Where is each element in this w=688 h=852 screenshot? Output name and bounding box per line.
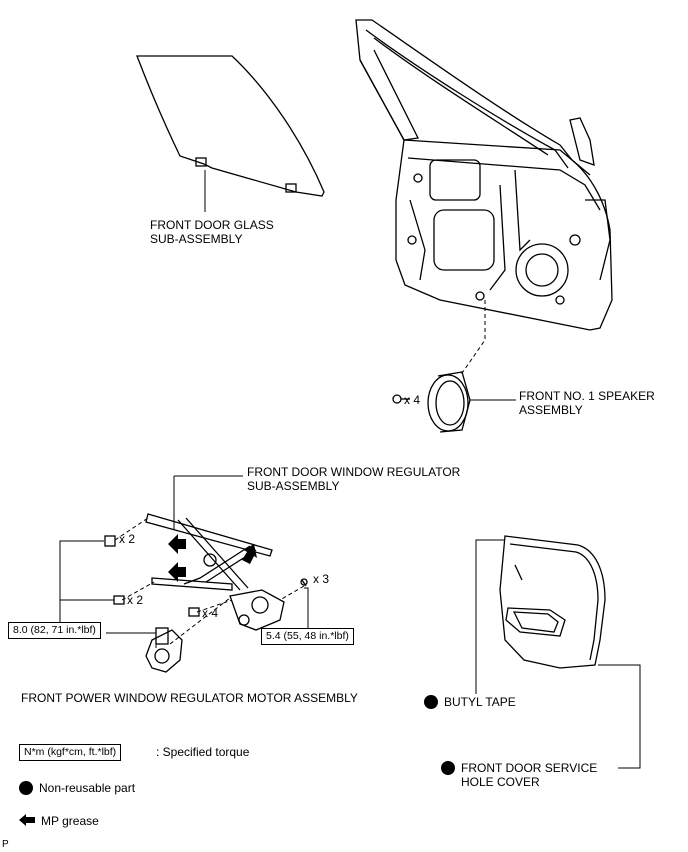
legend-grease-text: MP grease (41, 814, 99, 828)
service-hole-cover-line2: HOLE COVER (461, 775, 540, 789)
regulator-bolt-qty-middle: x 4 (202, 606, 219, 620)
legend-nonreusable-text: Non-reusable part (39, 781, 136, 795)
window-regulator-label-line2: SUB-ASSEMBLY (247, 479, 340, 493)
butyl-tape-label: BUTYL TAPE (424, 695, 516, 709)
non-reusable-dot-icon (19, 781, 33, 795)
window-regulator-label: FRONT DOOR WINDOW REGULATOR SUB-ASSEMBLY (247, 465, 460, 493)
regulator-motor-label: FRONT POWER WINDOW REGULATOR MOTOR ASSEM… (21, 691, 358, 705)
regulator-bolt-qty-right: x 3 (313, 572, 330, 586)
speaker-screw-qty: x 4 (404, 393, 421, 407)
speaker-label-line1: FRONT NO. 1 SPEAKER (519, 389, 655, 403)
non-reusable-dot-icon (424, 695, 438, 709)
regulator-bolt-qty-upper: x 2 (119, 532, 136, 546)
service-hole-cover-line1: FRONT DOOR SERVICE (461, 761, 598, 775)
service-hole-cover-drawing (499, 535, 606, 669)
torque-value-left: 8.0 (82, 71 in.*lbf) (8, 622, 101, 639)
grease-arrows (168, 534, 257, 582)
door-glass-drawing (136, 55, 325, 197)
legend-torque-box: N*m (kgf*cm, ft.*lbf) (19, 744, 122, 761)
front-door-glass-label-line2: SUB-ASSEMBLY (150, 232, 243, 246)
speaker-label: FRONT NO. 1 SPEAKER ASSEMBLY (519, 389, 655, 417)
corner-mark: P (2, 839, 9, 850)
speaker-label-line2: ASSEMBLY (519, 403, 583, 417)
door-frame-drawing (355, 19, 613, 331)
front-door-glass-label-line1: FRONT DOOR GLASS (150, 218, 274, 232)
torque-value-right: 5.4 (55, 48 in.*lbf) (261, 628, 354, 645)
non-reusable-dot-icon (441, 761, 455, 775)
regulator-bolt-qty-lower: x 2 (127, 593, 144, 607)
regulator-motor-drawing (145, 627, 183, 673)
legend-nonreusable: Non-reusable part (19, 781, 135, 795)
legend-grease: MP grease (19, 814, 99, 828)
service-hole-cover-label: FRONT DOOR SERVICE HOLE COVER (441, 761, 597, 789)
window-regulator-label-line1: FRONT DOOR WINDOW REGULATOR (247, 465, 461, 479)
butyl-tape-text: BUTYL TAPE (444, 695, 516, 709)
legend-torque-desc: : Specified torque (156, 745, 250, 759)
front-door-glass-label: FRONT DOOR GLASS SUB-ASSEMBLY (150, 218, 274, 246)
grease-arrow-icon (19, 814, 35, 826)
